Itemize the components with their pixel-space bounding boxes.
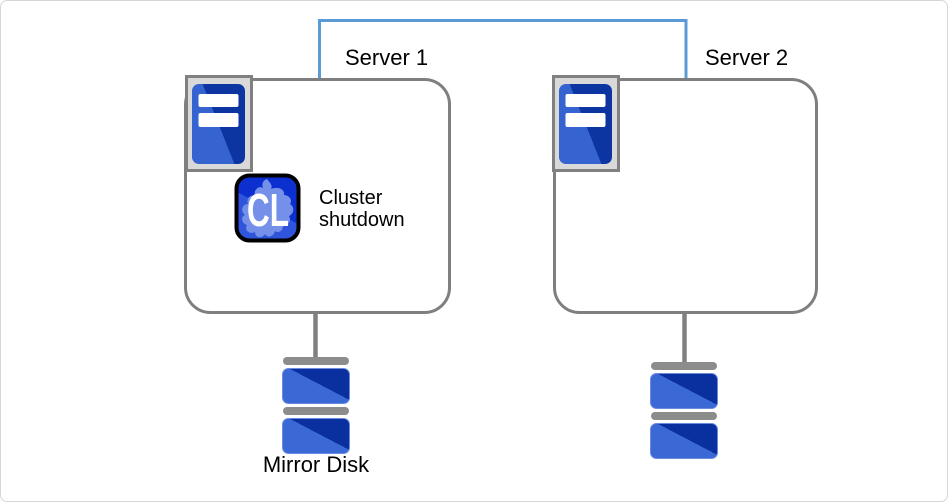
cluster-shutdown-caption: Cluster shutdown <box>319 187 405 231</box>
server1-label: Server 1 <box>345 45 429 70</box>
cl-badge-letters: CL <box>247 184 289 236</box>
mirror-disk-label: Mirror Disk <box>262 452 370 477</box>
interconnect-link-line <box>318 19 688 79</box>
server1-mirror-disk-icon <box>282 356 350 454</box>
server2-label: Server 2 <box>705 45 789 70</box>
server2-tower-icon <box>552 75 620 172</box>
cl-badge-icon: CL <box>234 173 301 243</box>
server1-tower-icon <box>185 75 253 172</box>
cluster-blob-icon <box>242 179 294 238</box>
server2-mirror-disk-icon <box>650 361 718 459</box>
